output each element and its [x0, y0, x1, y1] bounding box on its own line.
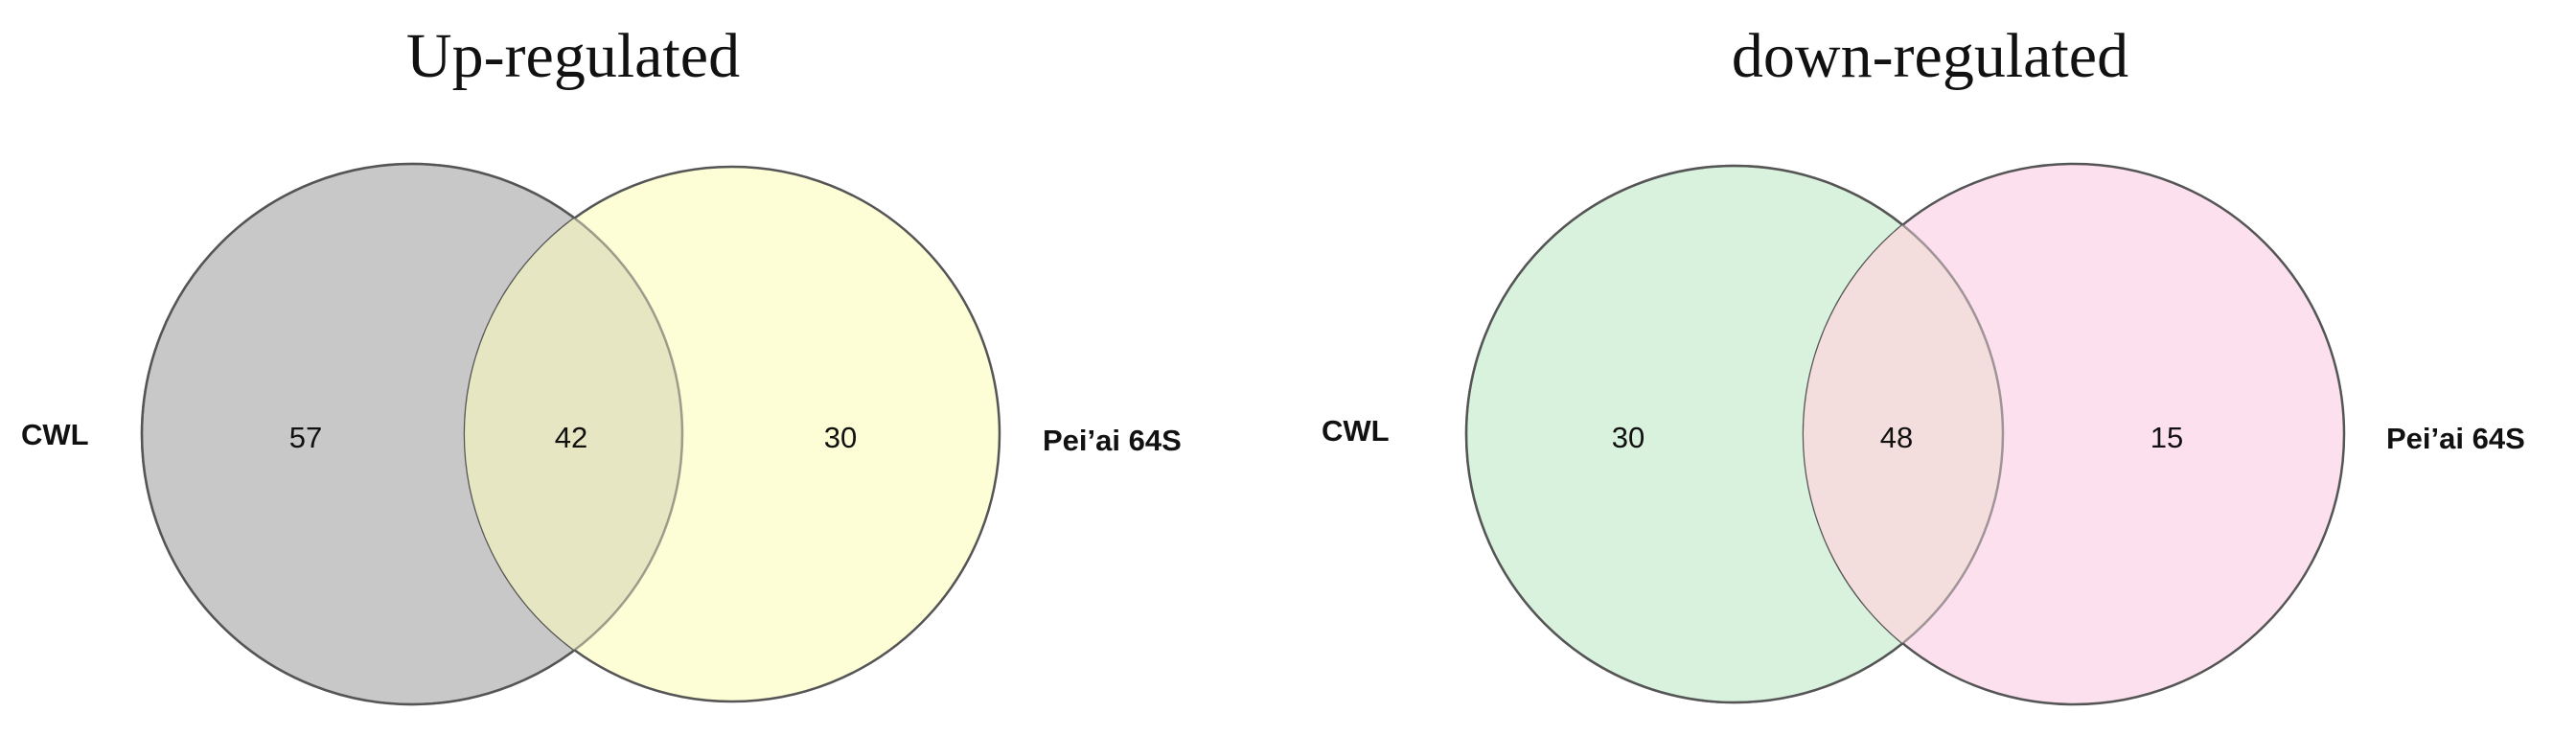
set-circle-outline-cwl	[1464, 164, 2005, 704]
venn-diagram-down-regulated: down-regulated CWL Pei’ai 64S 30 48 15	[1322, 21, 2525, 706]
venn-panel-down-regulated: down-regulated CWL Pei’ai 64S 30 48 15	[1288, 0, 2576, 736]
set-label-cwl: CWL	[21, 418, 89, 451]
count-left-only: 30	[1612, 421, 1644, 454]
set-circle-outline-cwl	[140, 162, 684, 706]
set-label-peiai-64s: Pei’ai 64S	[1043, 424, 1182, 457]
count-left-only: 57	[289, 421, 322, 454]
venn-panel-up-regulated: Up-regulated CWL Pei’ai 64S 57 42 30	[21, 21, 1182, 706]
diagram-title: down-regulated	[1732, 21, 2128, 91]
count-right-only: 30	[824, 421, 857, 454]
overlap-region	[1804, 166, 2003, 702]
count-right-only: 15	[2150, 421, 2183, 454]
set-label-peiai-64s: Pei’ai 64S	[2386, 422, 2525, 455]
count-overlap: 42	[555, 421, 587, 454]
set-label-cwl: CWL	[1322, 414, 1390, 448]
diagram-title: Up-regulated	[406, 21, 740, 91]
overlap-region	[465, 167, 682, 702]
count-overlap: 48	[1880, 421, 1913, 454]
venn-diagram-up-regulated: Up-regulated CWL Pei’ai 64S 57 42 30	[21, 21, 1182, 706]
